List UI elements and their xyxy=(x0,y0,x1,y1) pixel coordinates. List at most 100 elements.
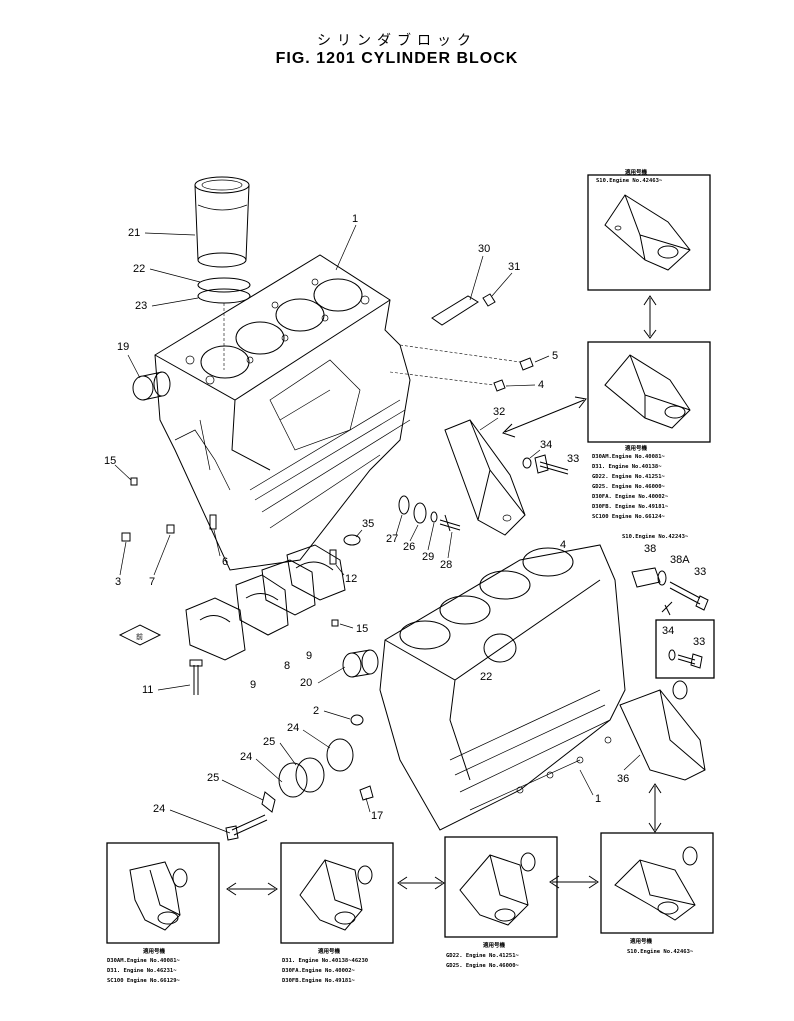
applicability-line: SC100 Engine No.66124~ xyxy=(592,514,666,520)
callout: 4 xyxy=(560,539,566,551)
callout-labels: 1 21 22 23 19 30 31 5 4 32 34 33 15 35 2… xyxy=(104,213,706,834)
callout: 1 xyxy=(595,793,601,805)
applicability-box-bottom-1: 適用号機 D30AM.Engine No.40081~ D31. Engine … xyxy=(106,842,220,984)
callout: 24 xyxy=(240,751,252,763)
callout: 31 xyxy=(508,261,520,273)
svg-text:SC100 Engine No.66129~: SC100 Engine No.66129~ xyxy=(107,978,181,984)
alt-arrow-icon xyxy=(648,783,662,833)
callout: 32 xyxy=(493,406,505,418)
cylinder-liner xyxy=(194,176,250,268)
washer xyxy=(668,649,676,661)
callout: 9 xyxy=(306,650,312,662)
callout: 23 xyxy=(135,300,147,312)
bolt xyxy=(669,581,709,611)
callout: 4 xyxy=(538,379,544,391)
applicability-box-bottom-3: 適用号機 GD22. Engine No.41251~ GD25. Engine… xyxy=(444,836,558,969)
callout: 36 xyxy=(617,773,629,785)
callout: 12 xyxy=(345,573,357,585)
main-bearing-caps xyxy=(185,544,346,661)
callout: 11 xyxy=(142,684,153,696)
dowel-pin xyxy=(166,524,175,534)
bolt xyxy=(225,814,268,841)
callout: 15 xyxy=(356,623,368,635)
callout: 38 xyxy=(644,543,656,555)
alt-arrow-icon xyxy=(502,396,587,438)
applicability-line: GD22. Engine No.41251~ xyxy=(592,474,666,480)
alt-arrow-icon xyxy=(397,876,445,890)
callout: 34 xyxy=(662,625,674,637)
applicability-line: D30FB. Engine No.49181~ xyxy=(592,504,669,510)
svg-text:S10.Engine No.42463~: S10.Engine No.42463~ xyxy=(627,949,694,955)
applicability-line: GD25. Engine No.46000~ xyxy=(592,484,666,490)
alt-arrow-icon xyxy=(643,295,657,339)
callout: 22 xyxy=(480,671,492,683)
bolt xyxy=(482,293,496,307)
applicability-heading: 適用号機 xyxy=(625,168,648,176)
callout: 1 xyxy=(352,213,358,225)
svg-text:適用号機: 適用号機 xyxy=(143,947,166,955)
washer xyxy=(430,511,438,523)
callout: 24 xyxy=(153,803,165,815)
figure-title: FIG. 1201 CYLINDER BLOCK xyxy=(275,50,519,67)
callout: 29 xyxy=(422,551,434,563)
callout: 38A xyxy=(670,554,690,566)
mount-bracket xyxy=(444,419,526,536)
applicability-line: S10.Engine No.42463~ xyxy=(596,178,663,184)
callout: 6 xyxy=(222,556,228,568)
applicability-box-bottom-2: 適用号機 D31. Engine No.40138~46230 D30FA.En… xyxy=(280,842,394,984)
alt-arrow-icon xyxy=(226,882,278,896)
plug xyxy=(343,534,361,546)
dowel-pin xyxy=(329,549,337,565)
seal-ring xyxy=(398,495,410,515)
svg-text:D30FA.Engine No.40002~: D30FA.Engine No.40002~ xyxy=(282,968,356,974)
sleeve xyxy=(631,567,661,588)
callout: 17 xyxy=(371,810,383,822)
cylinder-block-upper xyxy=(154,254,411,571)
bolt xyxy=(534,454,569,475)
plug xyxy=(493,379,506,392)
gasket xyxy=(278,762,308,798)
washer xyxy=(657,570,667,586)
callout: 19 xyxy=(117,341,129,353)
callout: 26 xyxy=(403,541,415,553)
callout: 20 xyxy=(300,677,312,689)
svg-text:適用号機: 適用号機 xyxy=(630,937,653,945)
seal-ring xyxy=(413,502,427,524)
nut xyxy=(350,714,364,726)
dowel-pin xyxy=(209,514,217,530)
svg-text:GD25. Engine No.46000~: GD25. Engine No.46000~ xyxy=(446,963,520,969)
dowel-pin xyxy=(130,477,138,486)
svg-text:D31. Engine No.46231~: D31. Engine No.46231~ xyxy=(107,968,177,974)
lock-plate xyxy=(261,791,276,813)
callout: 33 xyxy=(567,453,579,465)
applicability-box-top: 適用号機 S10.Engine No.42463~ xyxy=(587,168,711,291)
callout: 30 xyxy=(478,243,490,255)
svg-text:適用号機: 適用号機 xyxy=(483,941,506,949)
bolt xyxy=(359,785,374,801)
svg-text:D30FB.Engine No.49181~: D30FB.Engine No.49181~ xyxy=(282,978,356,984)
callout: 35 xyxy=(362,518,374,530)
svg-text:D31. Engine No.40138~46230: D31. Engine No.40138~46230 xyxy=(282,958,368,964)
alt-arrow-icon xyxy=(549,875,599,889)
applicability-line: D31. Engine No.40138~ xyxy=(592,464,662,470)
callout: 3 xyxy=(115,576,121,588)
callout: 27 xyxy=(386,533,398,545)
plug xyxy=(121,532,131,542)
callout: 25 xyxy=(263,736,275,748)
washer xyxy=(522,457,532,469)
bolt xyxy=(439,514,461,532)
callout: 33 xyxy=(694,566,706,578)
svg-text:D30AM.Engine No.40081~: D30AM.Engine No.40081~ xyxy=(107,958,181,964)
applicability-line: D30AM.Engine No.40081~ xyxy=(592,454,666,460)
callout: 25 xyxy=(207,772,219,784)
callout: 34 xyxy=(540,439,552,451)
applicability-line: D30FA. Engine No.40002~ xyxy=(592,494,669,500)
front-direction-icon: 前 xyxy=(118,624,162,646)
title-japanese: シリンダブロック xyxy=(317,33,477,49)
callout: 28 xyxy=(440,559,452,571)
bushing xyxy=(342,649,379,678)
svg-text:GD22. Engine No.41251~: GD22. Engine No.41251~ xyxy=(446,953,520,959)
bolt xyxy=(189,659,203,695)
applicability-box-right: 適用号機 D30AM.Engine No.40081~ D31. Engine … xyxy=(587,341,711,540)
